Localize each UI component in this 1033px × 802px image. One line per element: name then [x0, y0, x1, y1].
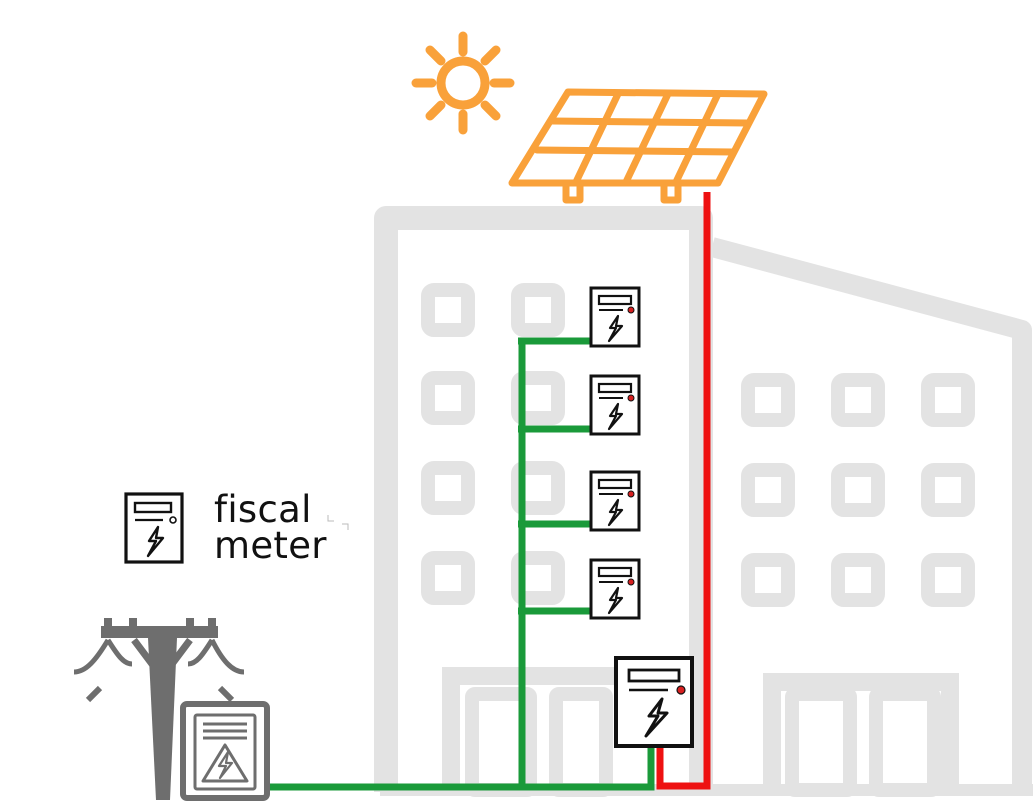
- building-wing-ground-floor: [763, 673, 959, 792]
- electricity-meter-icon: [589, 558, 641, 620]
- utility-pole-icon: [73, 618, 245, 800]
- sun-icon: [411, 31, 515, 135]
- corner-mark: [327, 515, 349, 530]
- building-wing-outline: [709, 237, 1032, 792]
- solar-wire: [656, 192, 711, 790]
- electricity-meter-icon: [589, 286, 641, 348]
- lightning-bolt-icon: [644, 697, 669, 738]
- legend-label-line-1: fiscal: [214, 488, 312, 531]
- building-tower-outline: [374, 206, 713, 792]
- legend-label: fiscal meter: [214, 488, 327, 567]
- lightning-bolt-icon: [217, 750, 234, 780]
- electricity-meter-icon: [589, 374, 641, 436]
- transformer-box-icon: [180, 701, 270, 801]
- main-fiscal-meter: [614, 656, 694, 748]
- building-ground-floor: [442, 667, 618, 792]
- apartment-meters: [589, 286, 641, 620]
- grid-wires: [262, 337, 655, 791]
- legend-meter-icon: [124, 492, 184, 564]
- solar-panel-icon: [508, 88, 768, 204]
- legend-label-line-2: meter: [214, 524, 327, 567]
- electricity-meter-icon: [589, 470, 641, 532]
